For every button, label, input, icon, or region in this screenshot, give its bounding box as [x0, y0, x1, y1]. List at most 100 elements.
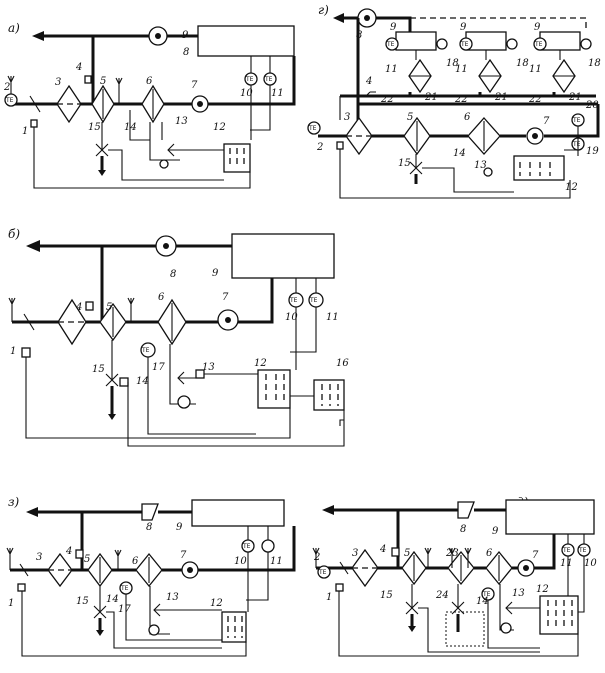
svg-text:1: 1 — [326, 592, 332, 603]
svg-text:15: 15 — [398, 158, 411, 169]
svg-text:10: 10 — [234, 556, 247, 567]
panel-b: б) 8 9 4 1 5 6 7 TE TE 10 11 TE 17 — [8, 227, 349, 447]
svg-text:9: 9 — [176, 522, 183, 533]
svg-text:8: 8 — [170, 269, 176, 280]
svg-text:3: 3 — [36, 552, 42, 563]
panel-d: д) 8 9 4 TE 2 1 3 5 23 6 7 TE TE 1 — [312, 495, 597, 657]
svg-text:14: 14 — [106, 594, 119, 605]
svg-text:9: 9 — [534, 22, 541, 33]
controller-12 — [257, 369, 291, 409]
controller-16 — [313, 379, 345, 411]
svg-text:5: 5 — [106, 302, 112, 313]
svg-text:19: 19 — [586, 146, 599, 157]
svg-text:20: 20 — [585, 100, 599, 111]
svg-text:б): б) — [8, 227, 20, 241]
zone-box-1 — [395, 31, 437, 51]
svg-text:18: 18 — [446, 58, 459, 69]
svg-text:1: 1 — [8, 598, 14, 609]
svg-text:TE: TE — [460, 41, 469, 48]
svg-text:2: 2 — [316, 142, 323, 153]
svg-text:8: 8 — [183, 47, 189, 58]
svg-text:10: 10 — [240, 88, 253, 99]
zone-box-2 — [465, 31, 507, 51]
svg-text:14: 14 — [476, 596, 489, 607]
svg-text:14: 14 — [453, 148, 466, 159]
svg-text:13: 13 — [166, 592, 179, 603]
svg-text:г): г) — [318, 3, 329, 17]
panel-g: г) 8 9 9 9 21 21 21 TE TE TE 11 11 11 18… — [307, 3, 601, 199]
svg-text:4: 4 — [75, 62, 82, 73]
svg-text:9: 9 — [460, 22, 467, 33]
svg-text:TE: TE — [572, 141, 581, 148]
svg-text:7: 7 — [532, 550, 539, 561]
svg-text:15: 15 — [76, 596, 89, 607]
svg-text:6: 6 — [486, 548, 493, 559]
svg-text:6: 6 — [464, 112, 471, 123]
svg-text:13: 13 — [202, 362, 215, 373]
svg-text:18: 18 — [588, 58, 601, 69]
svg-text:4: 4 — [379, 544, 386, 555]
svg-text:6: 6 — [158, 292, 165, 303]
svg-text:5: 5 — [100, 76, 106, 87]
pump-icon — [159, 159, 169, 169]
svg-text:18: 18 — [516, 58, 529, 69]
svg-text:11: 11 — [529, 64, 542, 75]
svg-text:12: 12 — [210, 598, 223, 609]
svg-text:10: 10 — [285, 312, 298, 323]
svg-text:6: 6 — [146, 76, 153, 87]
svg-text:1: 1 — [22, 126, 28, 137]
svg-text:10: 10 — [584, 558, 597, 569]
svg-text:TE: TE — [120, 585, 129, 592]
svg-text:5: 5 — [407, 112, 413, 123]
svg-text:TE: TE — [534, 41, 543, 48]
damper-1 — [29, 95, 41, 113]
svg-text:7: 7 — [543, 116, 550, 127]
zone-box-3 — [539, 31, 581, 51]
svg-text:5: 5 — [404, 548, 410, 559]
svg-text:17: 17 — [152, 362, 165, 373]
te-sensor — [4, 93, 18, 107]
svg-text:13: 13 — [474, 160, 487, 171]
svg-text:14: 14 — [136, 376, 149, 387]
svg-text:9: 9 — [182, 30, 189, 41]
svg-text:4: 4 — [65, 546, 72, 557]
svg-text:15: 15 — [380, 590, 393, 601]
svg-text:16: 16 — [336, 358, 349, 369]
svg-text:22: 22 — [380, 94, 394, 105]
svg-text:3: 3 — [344, 112, 350, 123]
svg-text:8: 8 — [460, 524, 466, 535]
svg-text:TE: TE — [482, 591, 491, 598]
svg-text:TE: TE — [562, 547, 571, 554]
svg-text:7: 7 — [191, 80, 198, 91]
svg-text:11: 11 — [270, 556, 283, 567]
svg-text:9: 9 — [390, 22, 397, 33]
svg-text:5: 5 — [84, 554, 90, 565]
svg-text:TE: TE — [264, 76, 273, 83]
svg-text:24: 24 — [435, 590, 449, 601]
svg-text:12: 12 — [254, 358, 267, 369]
svg-text:3: 3 — [55, 77, 61, 88]
room-box — [197, 25, 295, 57]
svg-text:23: 23 — [445, 548, 459, 559]
svg-text:17: 17 — [118, 604, 131, 615]
svg-text:TE: TE — [309, 297, 318, 304]
svg-text:15: 15 — [88, 122, 101, 133]
svg-text:TE: TE — [141, 347, 150, 354]
damper-actuator — [84, 75, 92, 84]
svg-text:12: 12 — [536, 584, 549, 595]
svg-text:TE: TE — [572, 117, 581, 124]
svg-text:11: 11 — [455, 64, 468, 75]
svg-text:з): з) — [8, 495, 20, 509]
svg-text:11: 11 — [560, 558, 573, 569]
svg-text:3: 3 — [352, 548, 358, 559]
svg-text:7: 7 — [222, 292, 229, 303]
svg-text:TE: TE — [386, 41, 395, 48]
svg-text:22: 22 — [454, 94, 468, 105]
svg-text:12: 12 — [213, 122, 226, 133]
room-box-b — [231, 233, 335, 279]
panel-a: а) 8 9 4 TE 2 1 3 5 — [3, 21, 296, 189]
svg-text:TE: TE — [318, 569, 327, 576]
svg-text:13: 13 — [175, 116, 188, 127]
svg-text:4: 4 — [365, 76, 372, 87]
